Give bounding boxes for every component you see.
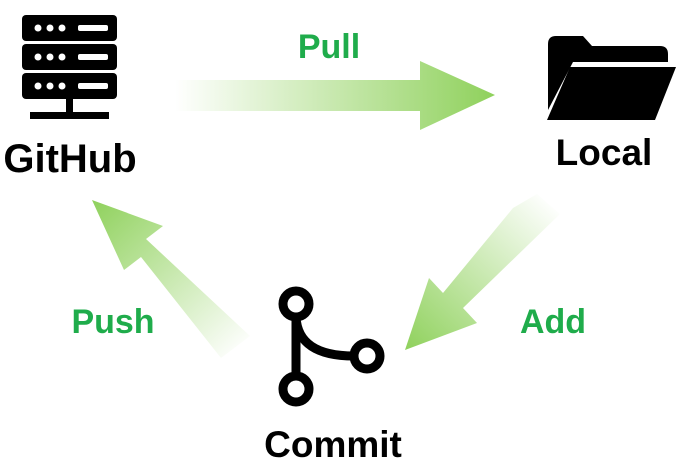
folder-icon	[547, 36, 676, 120]
commit-label: Commit	[264, 424, 402, 465]
github-label: GitHub	[3, 137, 136, 181]
add-label: Add	[520, 303, 586, 341]
server-icon	[22, 15, 117, 119]
push-arrow	[92, 200, 250, 358]
push-label: Push	[71, 303, 154, 341]
local-label: Local	[556, 132, 653, 173]
pull-arrow	[175, 61, 495, 130]
add-arrow	[405, 194, 560, 350]
git-branch-icon	[278, 286, 385, 407]
pull-label: Pull	[298, 28, 360, 66]
